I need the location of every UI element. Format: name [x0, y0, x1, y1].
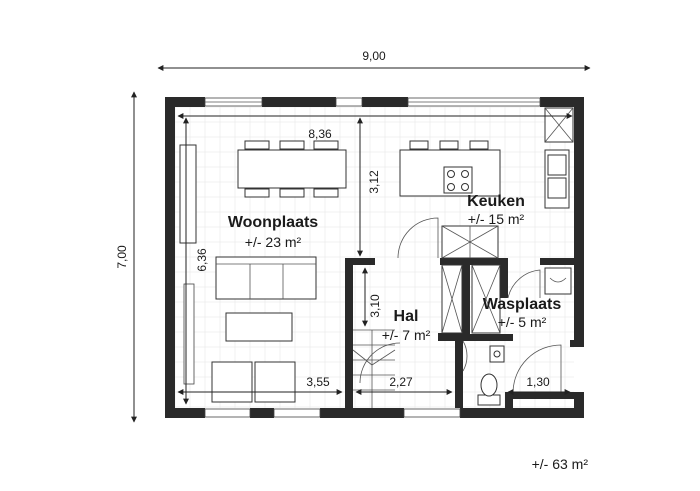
wasplaats-area: +/- 5 m²	[498, 314, 547, 330]
overall-height-label: 7,00	[115, 245, 129, 269]
outer-walls	[165, 97, 584, 418]
kitchen-counter	[544, 107, 574, 209]
woonplaats-area: +/- 23 m²	[245, 234, 302, 250]
wasplaats-name: Wasplaats	[483, 296, 562, 313]
living-depth-label: 6,36	[195, 248, 209, 272]
total-area-label: +/- 63 m²	[532, 456, 589, 472]
kitchen-island	[399, 140, 501, 197]
kitchen-depth-label: 3,12	[367, 170, 381, 194]
coffee-table	[225, 312, 293, 342]
overall-width-label: 9,00	[362, 49, 386, 63]
toilet-width-label: 1,30	[526, 375, 550, 389]
wall-cabinet	[179, 144, 197, 244]
interior-walls	[345, 258, 584, 408]
sofa	[215, 256, 317, 300]
dining-table	[237, 140, 347, 198]
woonplaats-name: Woonplaats	[228, 214, 318, 231]
living-lower-width-label: 3,55	[306, 375, 330, 389]
dimension-lines	[131, 65, 591, 423]
toilet	[477, 345, 505, 406]
living-width-label: 8,36	[308, 127, 332, 141]
keuken-area: +/- 15 m²	[468, 211, 525, 227]
hall-depth-label: 3,10	[368, 294, 382, 318]
hal-name: Hal	[394, 308, 419, 325]
hall-width-label: 2,27	[389, 375, 413, 389]
washing-machine	[544, 267, 572, 295]
keuken-name: Keuken	[467, 193, 525, 210]
staircase	[352, 329, 396, 408]
armchairs	[211, 361, 296, 403]
tall-cabinets	[441, 225, 501, 334]
hal-area: +/- 7 m²	[382, 327, 431, 343]
